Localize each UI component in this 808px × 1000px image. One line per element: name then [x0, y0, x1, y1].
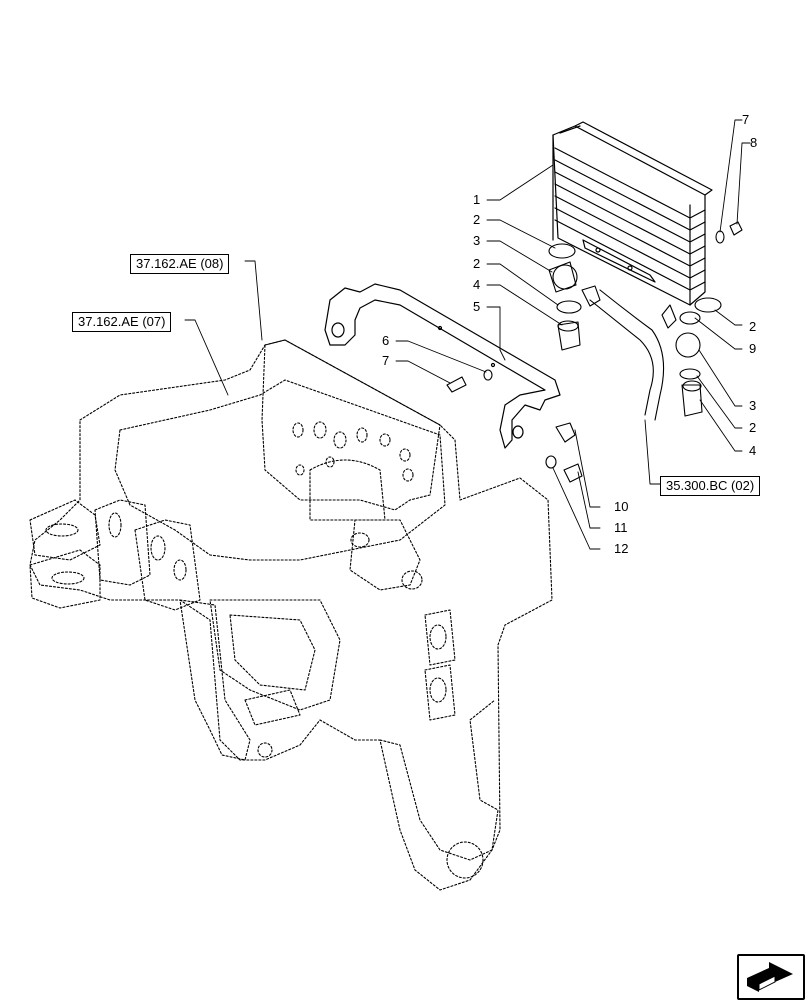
callout-11: 11	[614, 520, 628, 535]
callout-7b: 7	[742, 112, 749, 127]
callout-12: 12	[614, 541, 628, 556]
callout-4b: 4	[749, 443, 756, 458]
navigation-button[interactable]	[737, 954, 805, 1000]
callout-2b: 2	[473, 256, 480, 271]
ref-37-162-ae-07[interactable]: 37.162.AE (07)	[72, 312, 172, 332]
bolt-10	[555, 422, 576, 443]
callout-8: 8	[750, 135, 757, 150]
callout-2c: 2	[749, 319, 756, 334]
bolt-4a	[557, 321, 581, 351]
callout-5: 5	[473, 299, 480, 314]
washer-7b	[715, 230, 725, 244]
ref-37-162-ae-08[interactable]: 37.162.AE (08)	[130, 254, 230, 274]
callout-1: 1	[473, 192, 480, 207]
callout-6: 6	[382, 333, 389, 348]
washer-2a	[548, 243, 576, 259]
bolt-11	[563, 463, 583, 483]
callout-3b: 3	[749, 398, 756, 413]
callout-3a: 3	[473, 233, 480, 248]
bolt-7a	[446, 376, 467, 393]
arrow-navigation-icon	[747, 962, 793, 992]
cooler-bracket	[324, 283, 561, 449]
ref-35-300-bc-02[interactable]: 35.300.BC (02)	[660, 476, 761, 496]
washer-2c	[679, 311, 701, 325]
washer-12	[545, 455, 557, 469]
washer-2b	[556, 300, 582, 314]
callout-2a: 2	[473, 212, 480, 227]
banjo-3b	[675, 332, 701, 358]
washer-6	[483, 369, 493, 381]
oil-cooler	[552, 121, 713, 306]
washer-2d	[679, 368, 701, 380]
cooler-hose	[581, 285, 677, 421]
leader-lines	[184, 119, 751, 550]
chassis-frame	[29, 339, 553, 891]
callout-10: 10	[614, 499, 628, 514]
nut-8	[729, 221, 743, 236]
callout-7a: 7	[382, 353, 389, 368]
callout-9: 9	[749, 341, 756, 356]
callout-4a: 4	[473, 277, 480, 292]
washer-right	[694, 297, 722, 313]
callout-2d: 2	[749, 420, 756, 435]
bolt-4b	[681, 384, 703, 417]
